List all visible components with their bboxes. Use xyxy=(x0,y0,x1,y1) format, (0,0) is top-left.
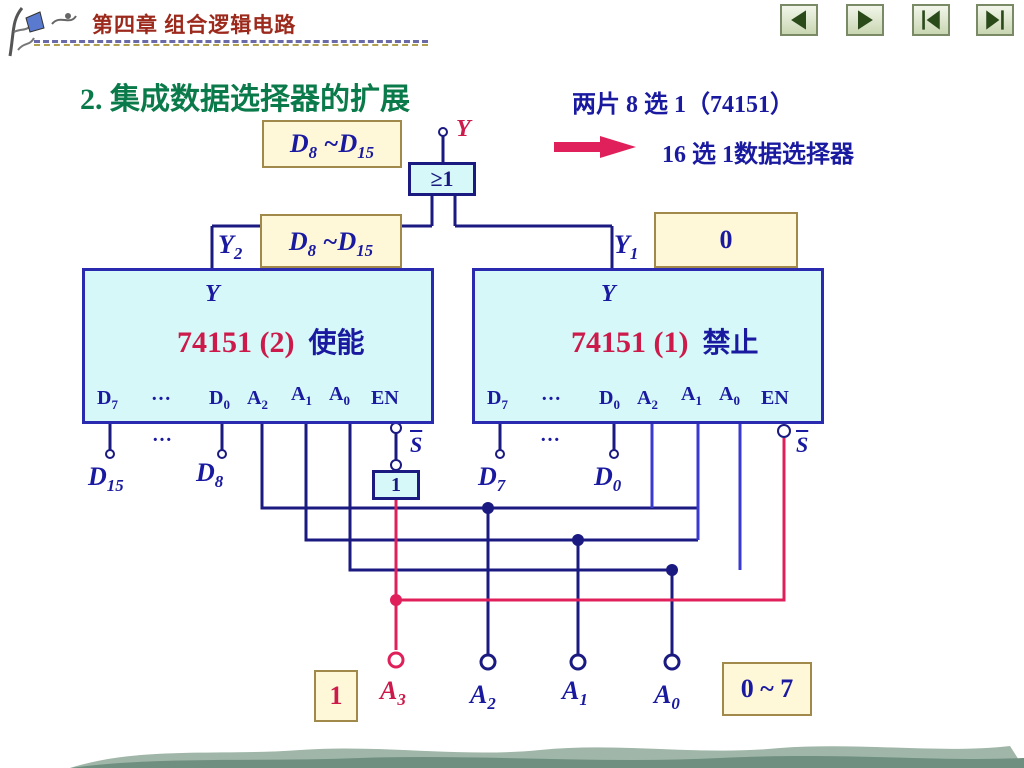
chip2-pin-d7: D7 xyxy=(97,387,118,412)
chip1-output-value-box: 0 xyxy=(654,212,798,268)
chip1-pin-dots: … xyxy=(541,383,561,405)
triangle-right-icon xyxy=(858,10,873,30)
section-title: 2. 集成数据选择器的扩展 xyxy=(80,83,410,116)
last-slide-button[interactable] xyxy=(976,4,1014,36)
first-slide-button[interactable] xyxy=(912,4,950,36)
chip1-pin-d0: D0 xyxy=(599,387,620,412)
chip1-pin-en: EN xyxy=(761,387,789,409)
triangle-left-icon xyxy=(791,10,806,30)
chip2-pin-a0: A0 xyxy=(329,383,350,408)
a3-value-box: 1 xyxy=(314,670,358,722)
or-gate: ≥1 xyxy=(408,162,476,196)
chip1-pin-a1: A1 xyxy=(681,383,702,408)
chip2-y-output: Y xyxy=(205,281,220,307)
header-divider-accent xyxy=(34,44,428,46)
output-y-label: Y xyxy=(456,116,471,142)
next-slide-button[interactable] xyxy=(846,4,884,36)
subtitle-line-2: 16 选 1数据选择器 xyxy=(662,142,854,168)
chip1-name: 74151 (1)禁止 xyxy=(571,326,759,359)
arrow-right-icon xyxy=(554,136,636,158)
skip-to-end-icon xyxy=(986,10,1004,30)
inverter-gate: 1 xyxy=(372,470,420,500)
inverter-label: 1 xyxy=(391,474,401,496)
address-a0-label: A0 xyxy=(654,680,680,714)
chip1-pin-a2: A2 xyxy=(637,387,658,412)
previous-slide-button[interactable] xyxy=(780,4,818,36)
input-d8-label: D8 xyxy=(196,458,224,492)
input-d7-label: D7 xyxy=(478,462,506,496)
right-inputs-ellipsis: … xyxy=(540,424,560,446)
chip-74151-1: Y 74151 (1)禁止 D7 … D0 A2 A1 A0 EN xyxy=(472,268,824,424)
chip-74151-2: Y 74151 (2)使能 D7 … D0 A2 A1 A0 EN xyxy=(82,268,434,424)
chip2-pin-a1: A1 xyxy=(291,383,312,408)
chapter-title: 第四章 组合逻辑电路 xyxy=(92,13,297,37)
y2-label: Y2 xyxy=(218,230,243,264)
chip2-s-bar-label: S xyxy=(410,432,423,457)
header-logo-icon xyxy=(4,2,84,62)
address-a1-label: A1 xyxy=(562,676,588,710)
chip1-s-bar-label: S xyxy=(796,432,809,457)
subtitle-line-1: 两片 8 选 1（74151） xyxy=(572,92,794,118)
footer-landscape-decoration xyxy=(70,746,1024,768)
address-a2-label: A2 xyxy=(470,680,496,714)
chip2-name: 74151 (2)使能 xyxy=(177,326,365,359)
middle-data-range-box: D8 ~D15 xyxy=(260,214,402,268)
y1-label: Y1 xyxy=(614,230,639,264)
chip2-pin-a2: A2 xyxy=(247,387,268,412)
chip2-pin-dots: … xyxy=(151,383,171,405)
chip1-y-output: Y xyxy=(601,281,616,307)
address-a3-label: A3 xyxy=(380,676,406,710)
or-gate-label: ≥1 xyxy=(430,166,454,191)
chip2-pin-d0: D0 xyxy=(209,387,230,412)
skip-to-start-icon xyxy=(922,10,940,30)
input-d0-label: D0 xyxy=(594,462,622,496)
input-d15-label: D15 xyxy=(88,462,124,496)
left-inputs-ellipsis: … xyxy=(152,424,172,446)
chip1-pin-d7: D7 xyxy=(487,387,508,412)
low-address-range-box: 0 ~ 7 xyxy=(722,662,812,716)
chip1-pin-a0: A0 xyxy=(719,383,740,408)
header-divider xyxy=(34,40,428,43)
top-data-range-box: D8 ~D15 xyxy=(262,120,402,168)
chip2-pin-en: EN xyxy=(371,387,399,409)
